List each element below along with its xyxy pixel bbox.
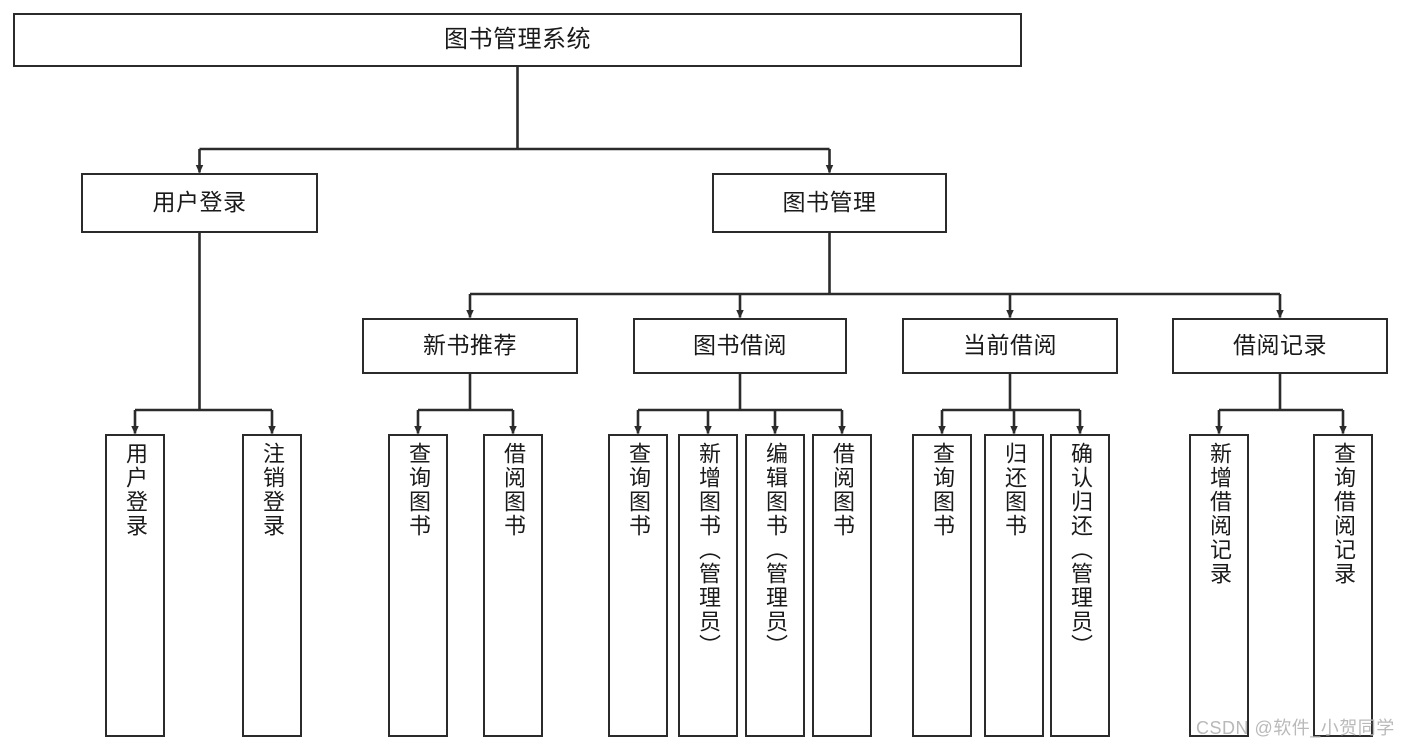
node-l-logout[interactable]: 注销登录 <box>242 434 302 737</box>
node-cur-borrow[interactable]: 当前借阅 <box>902 318 1118 374</box>
node-l-cb-return[interactable]: 归还图书 <box>984 434 1044 737</box>
node-label-book-borrow: 图书借阅 <box>693 332 787 359</box>
node-l-nr-query[interactable]: 查询图书 <box>388 434 448 737</box>
node-label-l-bl-add: 新增借阅记录 <box>1207 442 1232 586</box>
node-l-cb-query[interactable]: 查询图书 <box>912 434 972 737</box>
node-label-l-user-login: 用户登录 <box>123 442 148 538</box>
node-label-l-logout: 注销登录 <box>260 442 285 538</box>
node-book-borrow[interactable]: 图书借阅 <box>633 318 847 374</box>
node-label-l-nr-borrow: 借阅图书 <box>501 442 526 538</box>
node-label-root: 图书管理系统 <box>444 25 591 53</box>
node-l-bb-add[interactable]: 新增图书（管理员） <box>678 434 738 737</box>
node-l-nr-borrow[interactable]: 借阅图书 <box>483 434 543 737</box>
node-l-bb-edit[interactable]: 编辑图书（管理员） <box>745 434 805 737</box>
node-l-user-login[interactable]: 用户登录 <box>105 434 165 737</box>
node-root[interactable]: 图书管理系统 <box>13 13 1022 67</box>
node-label-l-nr-query: 查询图书 <box>406 442 431 538</box>
node-l-cb-confirm[interactable]: 确认归还（管理员） <box>1050 434 1110 737</box>
node-label-l-cb-confirm: 确认归还（管理员） <box>1068 442 1093 658</box>
node-label-user-login: 用户登录 <box>152 189 247 216</box>
node-label-l-bb-query: 查询图书 <box>626 442 651 538</box>
node-label-l-bb-edit: 编辑图书（管理员） <box>763 442 788 658</box>
node-book-mgmt[interactable]: 图书管理 <box>712 173 947 233</box>
node-l-bl-add[interactable]: 新增借阅记录 <box>1189 434 1249 737</box>
node-l-bb-query[interactable]: 查询图书 <box>608 434 668 737</box>
node-label-book-mgmt: 图书管理 <box>782 189 877 216</box>
node-new-rec[interactable]: 新书推荐 <box>362 318 578 374</box>
node-label-new-rec: 新书推荐 <box>423 332 517 359</box>
csdn-watermark: CSDN @软件_小贺同学 <box>1196 718 1395 738</box>
node-label-l-bb-add: 新增图书（管理员） <box>696 442 721 658</box>
node-label-borrow-log: 借阅记录 <box>1233 332 1327 359</box>
node-label-l-cb-query: 查询图书 <box>930 442 955 538</box>
node-l-bl-query[interactable]: 查询借阅记录 <box>1313 434 1373 737</box>
node-user-login[interactable]: 用户登录 <box>81 173 318 233</box>
node-label-l-cb-return: 归还图书 <box>1002 442 1027 538</box>
node-label-cur-borrow: 当前借阅 <box>963 332 1057 359</box>
node-borrow-log[interactable]: 借阅记录 <box>1172 318 1388 374</box>
node-label-l-bb-borrow: 借阅图书 <box>830 442 855 538</box>
node-label-l-bl-query: 查询借阅记录 <box>1331 442 1356 586</box>
node-l-bb-borrow[interactable]: 借阅图书 <box>812 434 872 737</box>
